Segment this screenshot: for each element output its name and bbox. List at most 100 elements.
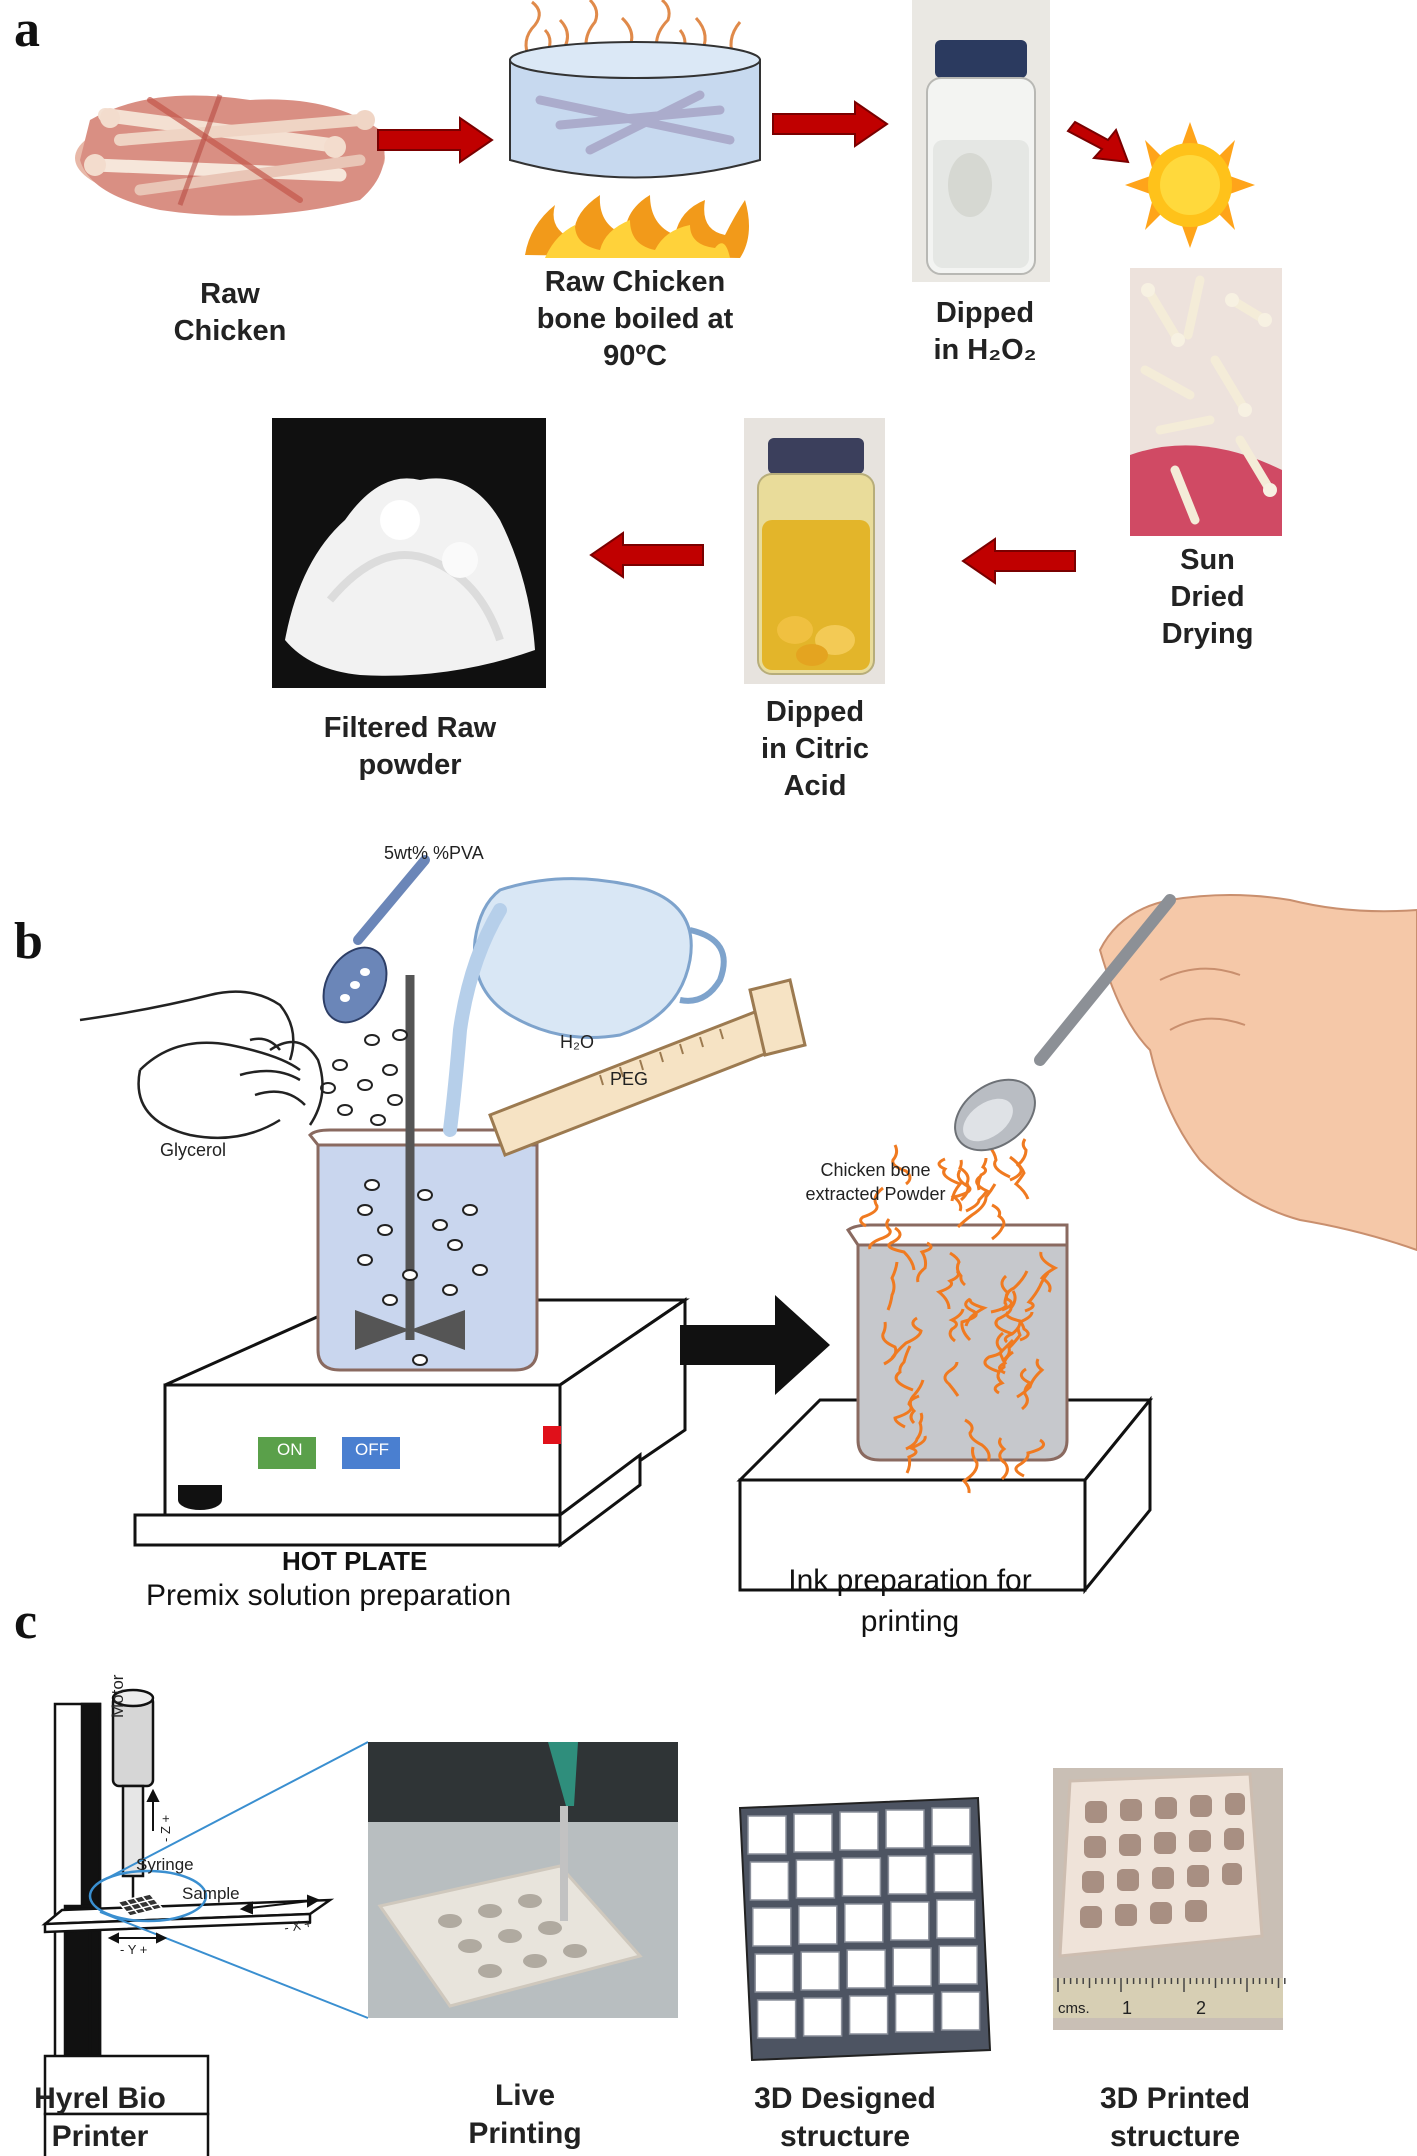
designed-cell (846, 1949, 886, 1989)
panel-c-graphics (41, 1688, 1286, 2156)
designed-cell (754, 1953, 794, 1993)
designed-cell (844, 1903, 884, 1943)
panel-b-graphics (79, 855, 1417, 1595)
arrow-5 (589, 531, 704, 579)
powder-strand (1001, 1270, 1029, 1312)
designed-cell (933, 1853, 974, 1893)
powder-strand (991, 1203, 1006, 1241)
powder-strand (1014, 1438, 1045, 1478)
designed-cell (841, 1857, 882, 1897)
powder-strand (956, 1183, 997, 1229)
powder-strand (937, 1157, 963, 1202)
sample-grid-icon (116, 1893, 164, 1917)
sample-label: Sample (182, 1884, 240, 1903)
hot-plate (133, 1297, 690, 1548)
premix-beaker (307, 975, 539, 1372)
designed-cell (756, 1999, 797, 2039)
designed-cell (931, 1807, 971, 1847)
syringe-label: Syringe (136, 1855, 194, 1874)
designed-cell (749, 1861, 790, 1901)
designed-cell (892, 1947, 932, 1987)
spoon-hand-icon (954, 894, 1417, 1252)
designed-cell (800, 1951, 840, 1991)
designed-cell (940, 1991, 981, 2031)
designed-cell (802, 1997, 843, 2037)
on-button-label: ON (277, 1440, 303, 1459)
powder-strand (887, 1226, 916, 1271)
panel-c-letter: c (14, 1593, 38, 1650)
powder-strand (1005, 1310, 1030, 1342)
glycerol-hand-icon (79, 990, 324, 1140)
pva-spoon-icon (322, 855, 430, 1024)
raw-chicken-image (75, 94, 385, 216)
designed-cell (747, 1815, 787, 1855)
powder-strand (948, 1308, 965, 1343)
designed-structure-image (738, 1796, 992, 2062)
z-axis-label: - Z + (158, 1814, 173, 1842)
powder-strand (949, 1251, 966, 1287)
panel-a-graphics (75, 0, 1282, 688)
glycerol-label: Glycerol (160, 1140, 227, 1160)
process-arrow (680, 1295, 830, 1395)
hot-plate-label: HOT PLATE (282, 1546, 428, 1576)
pva-pellets (320, 1009, 408, 1126)
designed-cell (848, 1995, 889, 2035)
designed-cell (890, 1901, 930, 1941)
pva-label: 5wt% %PVA (384, 843, 484, 863)
filtered-powder-image (272, 418, 546, 688)
designed-cell (887, 1855, 928, 1895)
bio-printer-drawing (41, 1688, 335, 2156)
designed-cell (885, 1809, 925, 1849)
zoom-ellipse (88, 1869, 208, 1923)
powder-strand (905, 1435, 927, 1474)
designed-cell (795, 1859, 836, 1899)
designed-cell (798, 1905, 838, 1945)
powder-strand (998, 1437, 1009, 1481)
zoom-line-bottom (99, 1911, 369, 2019)
sun-dried-bones-image (1130, 268, 1282, 536)
powder-strand (891, 1144, 912, 1186)
powder-strand (905, 1412, 924, 1451)
ruler-number-1: 1 (1122, 1998, 1133, 2018)
water-pitcher-icon (443, 877, 727, 1137)
powder-strand (961, 1446, 979, 1494)
powder-strand (1009, 1155, 1030, 1200)
ruler-number-2: 2 (1196, 1998, 1207, 2018)
ruler-unit-label: cms. (1058, 2000, 1090, 2017)
powder-strand (965, 1174, 990, 1213)
powder-strand (868, 1218, 892, 1250)
peg-label: PEG (610, 1069, 649, 1089)
powder-strand (1009, 1138, 1028, 1182)
powder-strand (964, 1297, 988, 1327)
designed-cell (936, 1899, 976, 1939)
designed-cell (894, 1993, 935, 2033)
panel-a-letter: a (14, 1, 40, 58)
peg-cylinder-icon (488, 978, 807, 1157)
off-button-label: OFF (355, 1440, 389, 1459)
citric-acid-jar-image (744, 418, 885, 684)
premix-caption: Premix solution preparation (146, 1579, 512, 1612)
printed-structure-image (1053, 1768, 1286, 2030)
powder-strand (1039, 1251, 1059, 1293)
powder-strand (964, 1418, 991, 1462)
arrow-1 (377, 116, 494, 164)
powder-strand (916, 1241, 933, 1283)
panel-b-letter: b (14, 913, 43, 970)
powder-strand (983, 1331, 1004, 1374)
powder-strand (890, 1316, 923, 1359)
powder-strand (1019, 1367, 1033, 1411)
powder-strands (859, 1134, 1059, 1494)
powder-strand (935, 1269, 960, 1310)
powder-strand (976, 1157, 988, 1191)
designed-cell (938, 1945, 978, 1985)
designed-cell (793, 1813, 833, 1853)
